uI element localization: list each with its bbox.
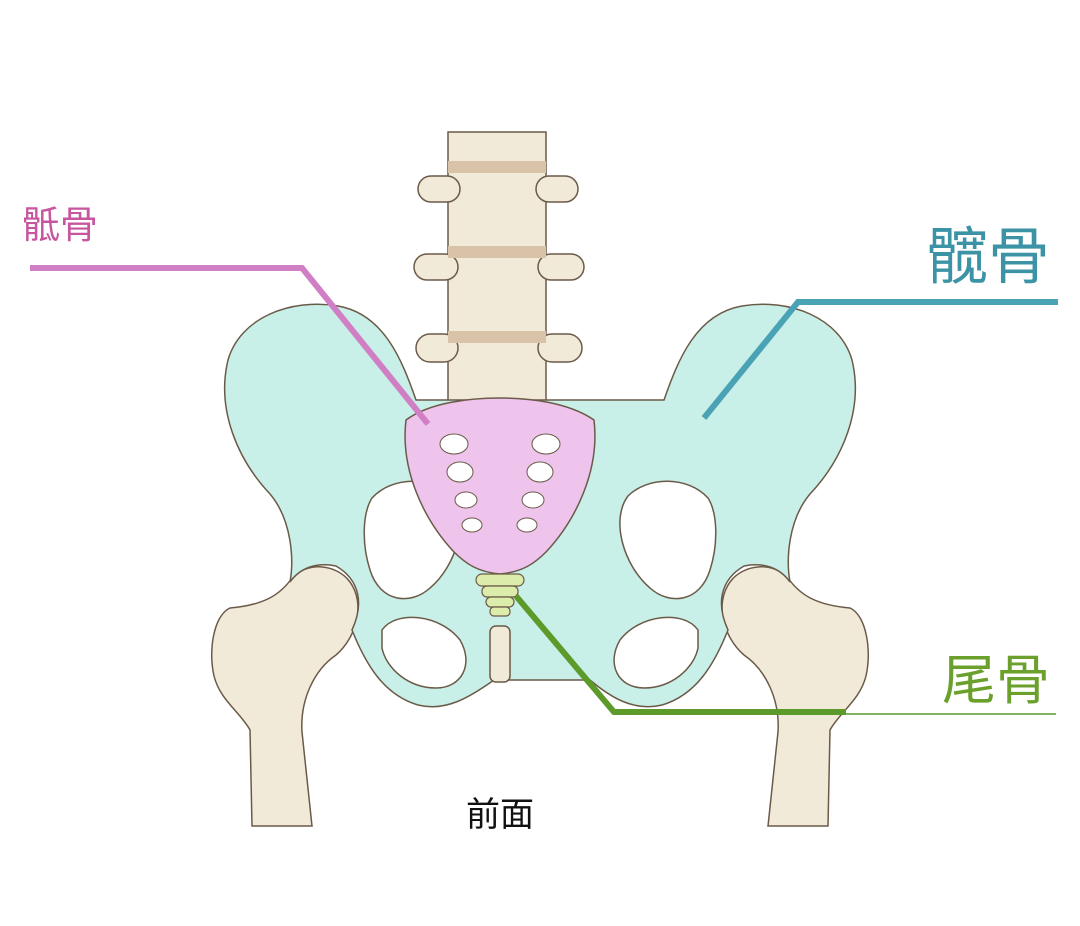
transverse-process-left-1 (417, 175, 461, 203)
sacral-foramen (454, 491, 478, 509)
sacrum-label: 骶骨 (22, 203, 99, 247)
femur-left (211, 566, 359, 827)
pubic-symphysis (489, 625, 511, 683)
coccyx-segment (489, 606, 511, 617)
sacral-foramen (461, 517, 483, 533)
coccyx-segment (481, 585, 519, 598)
vertebral-column (447, 131, 547, 429)
coccyx (475, 573, 525, 617)
transverse-process-right-3 (537, 333, 583, 363)
sacral-foramen (521, 491, 545, 509)
lumbar-spine (413, 131, 585, 429)
sacrum (404, 397, 596, 575)
coccyx-label: 尾骨 (942, 649, 1050, 712)
sacral-foramen (439, 433, 469, 455)
transverse-process-right-2 (537, 253, 585, 281)
sacrum-leader-line (30, 265, 431, 426)
coccyx-leader-line (513, 594, 846, 715)
sacral-foramen (531, 433, 561, 455)
intervertebral-disc-1 (448, 161, 546, 173)
transverse-process-left-2 (413, 253, 459, 281)
view-label: 前面 (466, 795, 534, 835)
sacral-foramen (526, 461, 554, 483)
hip-bone-label: 髋骨 (926, 220, 1051, 293)
coccyx-segment (475, 573, 525, 587)
leader-lines (30, 265, 1058, 715)
transverse-process-right-1 (535, 175, 579, 203)
sacral-foramen (446, 461, 474, 483)
intervertebral-disc-3 (448, 331, 546, 343)
sacral-foramen (516, 517, 538, 533)
coccyx-segment (485, 596, 515, 608)
intervertebral-disc-2 (448, 246, 546, 258)
transverse-process-left-3 (415, 333, 459, 363)
femur-right (721, 566, 869, 827)
